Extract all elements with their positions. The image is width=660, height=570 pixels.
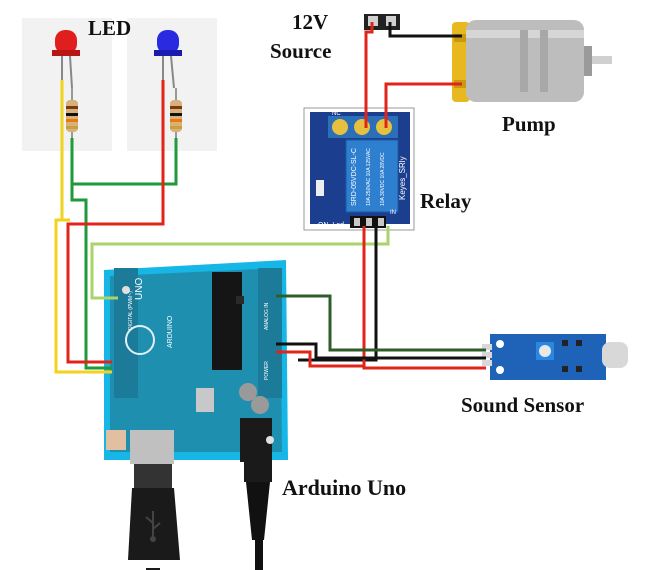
wires — [54, 22, 486, 374]
relay-module — [303, 107, 415, 231]
relay-rating-2: 10A 30VDC 10A 28VDC — [380, 152, 386, 206]
wire-black-relay — [298, 226, 378, 362]
label-relay: Relay — [420, 189, 472, 213]
arduino-power-label: POWER — [264, 361, 270, 380]
relay-led-label: ON_Led — [318, 222, 344, 229]
relay-model: SRD-05VDC-SL-C — [351, 148, 358, 206]
label-source: Source — [270, 39, 331, 63]
wire-black-sensor — [276, 342, 486, 360]
wire-red-source — [364, 22, 374, 128]
resistor-red-led — [66, 88, 78, 138]
relay-rating-1: 10A 250VAC 10A 125VAC — [366, 148, 372, 206]
wire-yellow-led — [54, 80, 112, 374]
wire-black-source-pump — [388, 22, 462, 38]
arduino-brand-mark: ARDUINO — [167, 315, 174, 348]
relay-brand: Keyes_SRly — [398, 156, 407, 200]
power-jack-cable — [244, 462, 272, 570]
resistor-blue-led — [170, 88, 182, 138]
arduino-digital-label: DIGITAL (PWM~) — [128, 291, 134, 330]
wire-red-relay-pump — [384, 82, 462, 128]
relay-nc-label: NC — [332, 111, 341, 117]
wire-red-relay — [362, 226, 486, 370]
red-led — [52, 30, 80, 89]
label-12v: 12V — [292, 10, 328, 34]
pump-motor — [452, 20, 612, 102]
label-pump: Pump — [502, 112, 556, 136]
label-arduino-uno: Arduino Uno — [282, 475, 406, 500]
label-sound-sensor: Sound Sensor — [461, 393, 584, 417]
label-led: LED — [88, 16, 131, 40]
arduino-uno-mark: UNO — [134, 278, 145, 300]
wire-green-led-2 — [72, 138, 178, 186]
wire-light-green-relay — [90, 226, 390, 300]
wire-red-led — [66, 80, 165, 364]
arduino-board — [104, 260, 288, 464]
sound-sensor-module — [482, 334, 628, 380]
blue-led — [154, 30, 182, 89]
power-source-connector — [364, 14, 400, 30]
wire-red-sensor — [276, 350, 364, 368]
arduino-analog-label: ANALOG IN — [264, 302, 270, 330]
wire-green-led-1 — [70, 138, 112, 370]
wire-dark-green-sensor — [276, 294, 486, 352]
usb-icon — [145, 511, 161, 542]
relay-in-label: IN — [390, 210, 396, 216]
